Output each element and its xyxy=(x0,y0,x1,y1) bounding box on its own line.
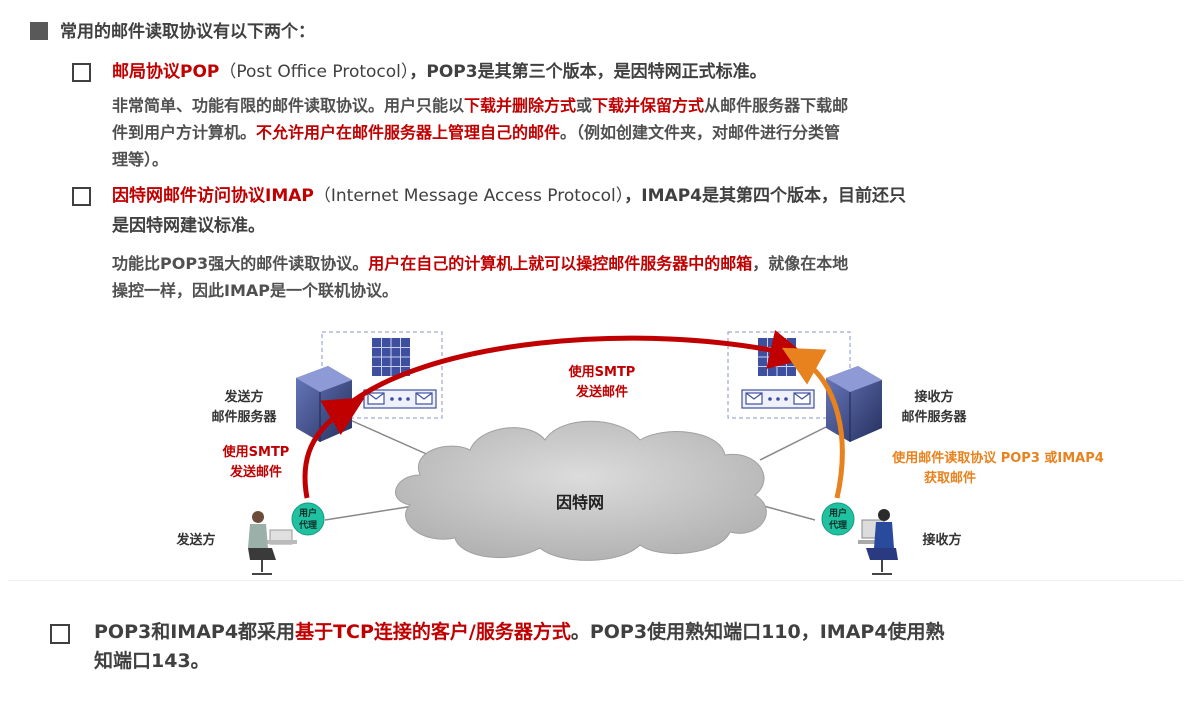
sender-server-label: 发送方 xyxy=(223,389,263,405)
sender-mailbox-grid-icon xyxy=(372,338,410,376)
imap-rest: ，IMAP4是其第四个版本，目前还只 xyxy=(624,186,906,206)
bottom-text: 。POP3使用熟知端口110，IMAP4使用熟 xyxy=(570,621,945,643)
diagram-divider xyxy=(8,580,1183,581)
sender-server-label: 邮件服务器 xyxy=(211,409,277,425)
imap-desc-highlight: 用户在自己的计算机上就可以操控邮件服务器中的邮箱 xyxy=(368,254,753,273)
pop-desc-text: 。（例如创建文件夹，对邮件进行分类管 xyxy=(560,123,841,142)
internet-cloud-icon xyxy=(395,420,767,561)
pop-name: 邮局协议POP xyxy=(112,62,220,82)
imap-desc-text: ，就像在本地 xyxy=(752,254,849,273)
network-line xyxy=(759,504,816,521)
bottom-highlight: 基于TCP连接的客户/服务器方式 xyxy=(295,621,571,643)
checkbox-square-icon xyxy=(72,187,91,206)
section-heading: 常用的邮件读取协议有以下两个： xyxy=(30,17,315,42)
pop-desc-highlight: 下载并保留方式 xyxy=(592,96,705,115)
pop-desc-text: 从邮件服务器下载邮 xyxy=(704,96,849,115)
imap-paren: （Internet Message Access Protocol） xyxy=(313,186,625,206)
receiver-user-agent-icon: 用户 代理 xyxy=(821,502,855,536)
receiver-label: 接收方 xyxy=(922,532,961,548)
agent-label: 代理 xyxy=(298,519,317,531)
imap-desc-text: 功能比POP3强大的邮件读取协议。 xyxy=(112,254,369,273)
retrieve-label: 使用邮件读取协议 POP3 或IMAP4 xyxy=(891,450,1104,466)
retrieve-arrow xyxy=(781,347,845,499)
network-line xyxy=(349,419,441,461)
imap-description: 功能比POP3强大的邮件读取协议。用户在自己的计算机上就可以操控邮件服务器中的邮… xyxy=(112,250,848,304)
agent-label: 用户 xyxy=(828,507,847,519)
bullet-square-icon xyxy=(30,22,48,40)
agent-label: 用户 xyxy=(298,507,317,519)
imap-desc-text: 操控一样，因此IMAP是一个联机协议。 xyxy=(112,281,398,300)
sender-person-icon xyxy=(248,511,297,575)
network-line xyxy=(324,504,421,521)
receiver-server-label: 接收方 xyxy=(914,389,953,405)
pop-desc-text: 理等）。 xyxy=(112,150,169,169)
pop-item: 邮局协议POP（Post Office Protocol），POP3是其第三个版… xyxy=(72,57,767,87)
agent-label: 代理 xyxy=(828,519,847,531)
sender-label: 发送方 xyxy=(175,532,215,548)
pop-desc-text: 件到用户方计算机。 xyxy=(112,123,257,142)
smtp-top-arrow xyxy=(340,329,810,412)
pop-rest: ，POP3是其第三个版本，是因特网正式标准。 xyxy=(409,62,767,82)
receiver-server-label: 邮件服务器 xyxy=(901,409,967,425)
pop-desc-text: 非常简单、功能有限的邮件读取协议。用户只能以 xyxy=(112,96,465,115)
bottom-item: POP3和IMAP4都采用基于TCP连接的客户/服务器方式。POP3使用熟知端口… xyxy=(50,618,1150,676)
smtp-top-label: 发送邮件 xyxy=(575,384,628,400)
pop-description: 非常简单、功能有限的邮件读取协议。用户只能以下载并删除方式或下载并保留方式从邮件… xyxy=(112,92,848,173)
receiver-mailbox-grid-icon xyxy=(758,338,796,376)
smtp-left-label: 使用SMTP xyxy=(222,444,290,460)
pop-desc-highlight: 下载并删除方式 xyxy=(464,96,577,115)
internet-label: 因特网 xyxy=(556,493,604,512)
bottom-text: 知端口143。 xyxy=(94,650,210,672)
imap-name: 因特网邮件访问协议IMAP xyxy=(112,186,314,206)
receiver-envelope-icon xyxy=(741,389,815,409)
pop-paren: （Post Office Protocol） xyxy=(219,62,410,82)
receiver-person-icon xyxy=(858,509,898,575)
sender-mailbox-box xyxy=(321,331,443,419)
imap-line2: 是因特网建议标准。 xyxy=(112,216,265,236)
pop-desc-text: 或 xyxy=(576,96,593,115)
smtp-left-label: 发送邮件 xyxy=(229,464,282,480)
checkbox-square-icon xyxy=(72,63,91,82)
bottom-text: POP3和IMAP4都采用 xyxy=(94,621,296,643)
pop-desc-highlight: 不允许用户在邮件服务器上管理自己的邮件 xyxy=(256,123,561,142)
heading-text: 常用的邮件读取协议有以下两个： xyxy=(60,22,315,42)
checkbox-square-icon xyxy=(50,624,70,644)
sender-user-agent-icon: 用户 代理 xyxy=(291,502,325,536)
retrieve-label: 获取邮件 xyxy=(924,470,976,486)
smtp-top-label: 使用SMTP xyxy=(568,364,636,380)
smtp-left-arrow xyxy=(302,397,365,499)
imap-item: 因特网邮件访问协议IMAP（Internet Message Access Pr… xyxy=(72,181,906,241)
sender-envelope-icon xyxy=(363,389,437,409)
